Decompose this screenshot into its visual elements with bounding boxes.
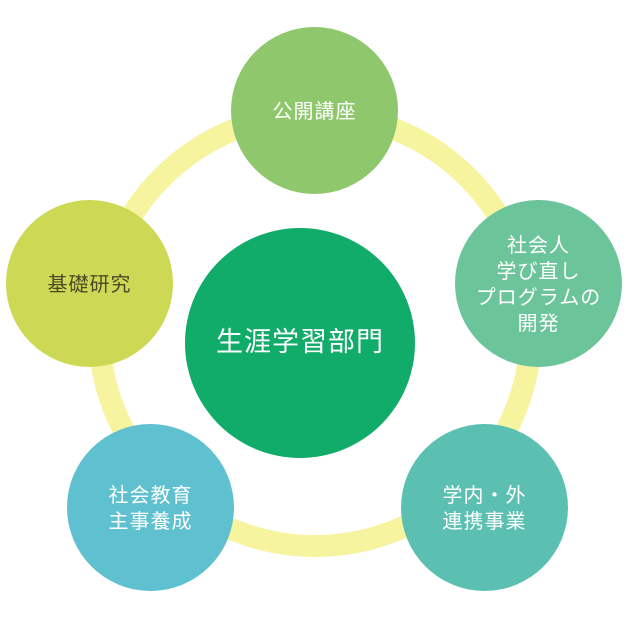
center-node: 生涯学習部門 [185, 228, 415, 458]
node-social-education: 社会教育 主事養成 [67, 424, 234, 591]
node-adult-relearning-label: 社会人 学び直し プログラムの 開発 [475, 232, 602, 335]
node-adult-relearning: 社会人 学び直し プログラムの 開発 [455, 200, 622, 367]
node-public-lectures-label: 公開講座 [272, 98, 357, 123]
node-social-education-label: 社会教育 主事養成 [108, 482, 193, 533]
node-public-lectures: 公開講座 [231, 27, 398, 194]
center-label: 生涯学習部門 [216, 327, 384, 359]
node-basic-research-label: 基礎研究 [47, 271, 132, 296]
node-collaboration-label: 学内・外 連携事業 [442, 482, 527, 533]
node-collaboration: 学内・外 連携事業 [401, 424, 568, 591]
node-basic-research: 基礎研究 [6, 200, 173, 367]
